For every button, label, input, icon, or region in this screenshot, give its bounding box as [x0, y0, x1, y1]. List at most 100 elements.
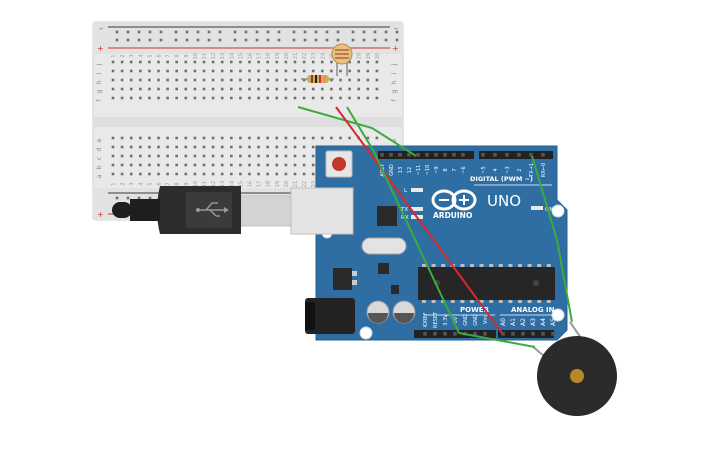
header-pin-hole[interactable] — [434, 153, 438, 157]
header-pin-hole[interactable] — [452, 153, 456, 157]
breadboard-hole[interactable] — [148, 69, 151, 73]
header-pin-hole[interactable] — [551, 332, 555, 336]
breadboard-hole[interactable] — [248, 60, 251, 64]
breadboard-hole[interactable] — [211, 69, 215, 73]
breadboard-hole[interactable] — [120, 96, 124, 100]
breadboard-hole[interactable] — [202, 172, 206, 176]
breadboard-hole[interactable] — [129, 163, 133, 167]
breadboard-hole[interactable] — [239, 136, 242, 140]
breadboard-hole[interactable] — [293, 163, 297, 167]
breadboard-hole[interactable] — [157, 154, 160, 158]
rail-hole[interactable] — [395, 38, 399, 42]
breadboard-hole[interactable] — [339, 78, 342, 82]
breadboard-hole[interactable] — [220, 163, 224, 167]
breadboard-hole[interactable] — [266, 154, 269, 158]
breadboard-hole[interactable] — [348, 136, 351, 140]
breadboard-hole[interactable] — [348, 96, 351, 100]
rail-hole[interactable] — [314, 38, 318, 42]
rail-hole[interactable] — [303, 38, 307, 42]
breadboard-hole[interactable] — [311, 154, 315, 158]
breadboard-hole[interactable] — [120, 78, 124, 82]
breadboard-hole[interactable] — [157, 69, 160, 73]
breadboard-hole[interactable] — [175, 78, 178, 82]
header-pin-hole[interactable] — [433, 332, 437, 336]
rail-hole[interactable] — [137, 196, 141, 200]
breadboard-hole[interactable] — [239, 69, 242, 73]
breadboard-hole[interactable] — [211, 145, 215, 149]
header-pin-hole[interactable] — [443, 332, 447, 336]
header-pin-hole[interactable] — [531, 332, 535, 336]
breadboard-hole[interactable] — [129, 87, 133, 91]
reset-button-cap[interactable] — [332, 157, 346, 171]
rail-hole[interactable] — [137, 30, 141, 34]
rail-hole[interactable] — [159, 38, 163, 42]
breadboard-hole[interactable] — [266, 145, 269, 149]
rail-hole[interactable] — [336, 30, 340, 34]
breadboard-hole[interactable] — [129, 78, 133, 82]
rail-hole[interactable] — [384, 38, 388, 42]
breadboard-hole[interactable] — [375, 136, 379, 140]
breadboard-hole[interactable] — [330, 60, 333, 64]
breadboard-hole[interactable] — [120, 60, 124, 64]
breadboard-hole[interactable] — [139, 172, 142, 176]
breadboard-hole[interactable] — [120, 172, 124, 176]
power-jack[interactable] — [305, 298, 355, 334]
header-pin-hole[interactable] — [389, 153, 393, 157]
breadboard-hole[interactable] — [211, 60, 215, 64]
breadboard-hole[interactable] — [175, 60, 178, 64]
breadboard-hole[interactable] — [111, 69, 115, 73]
breadboard-hole[interactable] — [184, 145, 188, 149]
rail-hole[interactable] — [207, 30, 211, 34]
breadboard-hole[interactable] — [111, 136, 115, 140]
breadboard-hole[interactable] — [284, 145, 288, 149]
breadboard-hole[interactable] — [302, 145, 306, 149]
breadboard-hole[interactable] — [166, 87, 169, 91]
breadboard-hole[interactable] — [339, 136, 342, 140]
wire-green-buzzer[interactable] — [531, 155, 573, 323]
rail-hole[interactable] — [351, 30, 355, 34]
header-pin-hole[interactable] — [398, 153, 402, 157]
breadboard-hole[interactable] — [257, 87, 260, 91]
rail-hole[interactable] — [373, 38, 377, 42]
breadboard-hole[interactable] — [266, 96, 269, 100]
breadboard-hole[interactable] — [220, 154, 224, 158]
breadboard-hole[interactable] — [284, 136, 288, 140]
resistor[interactable] — [301, 75, 334, 83]
breadboard-hole[interactable] — [184, 87, 188, 91]
header-pin-hole[interactable] — [483, 332, 487, 336]
breadboard-hole[interactable] — [175, 96, 178, 100]
breadboard-hole[interactable] — [148, 154, 151, 158]
breadboard-hole[interactable] — [339, 87, 342, 91]
breadboard-hole[interactable] — [148, 96, 151, 100]
breadboard-hole[interactable] — [148, 87, 151, 91]
breadboard-hole[interactable] — [230, 154, 233, 158]
breadboard-hole[interactable] — [230, 136, 233, 140]
breadboard-hole[interactable] — [193, 60, 197, 64]
breadboard-hole[interactable] — [239, 96, 242, 100]
breadboard-hole[interactable] — [139, 60, 142, 64]
breadboard-hole[interactable] — [348, 87, 351, 91]
rail-hole[interactable] — [218, 30, 222, 34]
rail-hole[interactable] — [185, 38, 189, 42]
breadboard-hole[interactable] — [166, 154, 169, 158]
rail-hole[interactable] — [325, 30, 329, 34]
breadboard-hole[interactable] — [157, 136, 160, 140]
breadboard-hole[interactable] — [175, 154, 178, 158]
breadboard-hole[interactable] — [211, 87, 215, 91]
breadboard-hole[interactable] — [284, 172, 288, 176]
breadboard-hole[interactable] — [120, 145, 124, 149]
breadboard-hole[interactable] — [330, 96, 333, 100]
breadboard-hole[interactable] — [248, 87, 251, 91]
breadboard-hole[interactable] — [129, 60, 133, 64]
breadboard-hole[interactable] — [148, 145, 151, 149]
breadboard-hole[interactable] — [139, 78, 142, 82]
breadboard-hole[interactable] — [184, 154, 188, 158]
rail-hole[interactable] — [115, 30, 119, 34]
rail-hole[interactable] — [292, 30, 296, 34]
rail-hole[interactable] — [115, 196, 119, 200]
digital-header-right[interactable] — [479, 151, 553, 159]
breadboard-hole[interactable] — [230, 145, 233, 149]
analog-header[interactable] — [498, 330, 554, 338]
wires[interactable] — [297, 106, 573, 348]
breadboard-hole[interactable] — [266, 172, 269, 176]
